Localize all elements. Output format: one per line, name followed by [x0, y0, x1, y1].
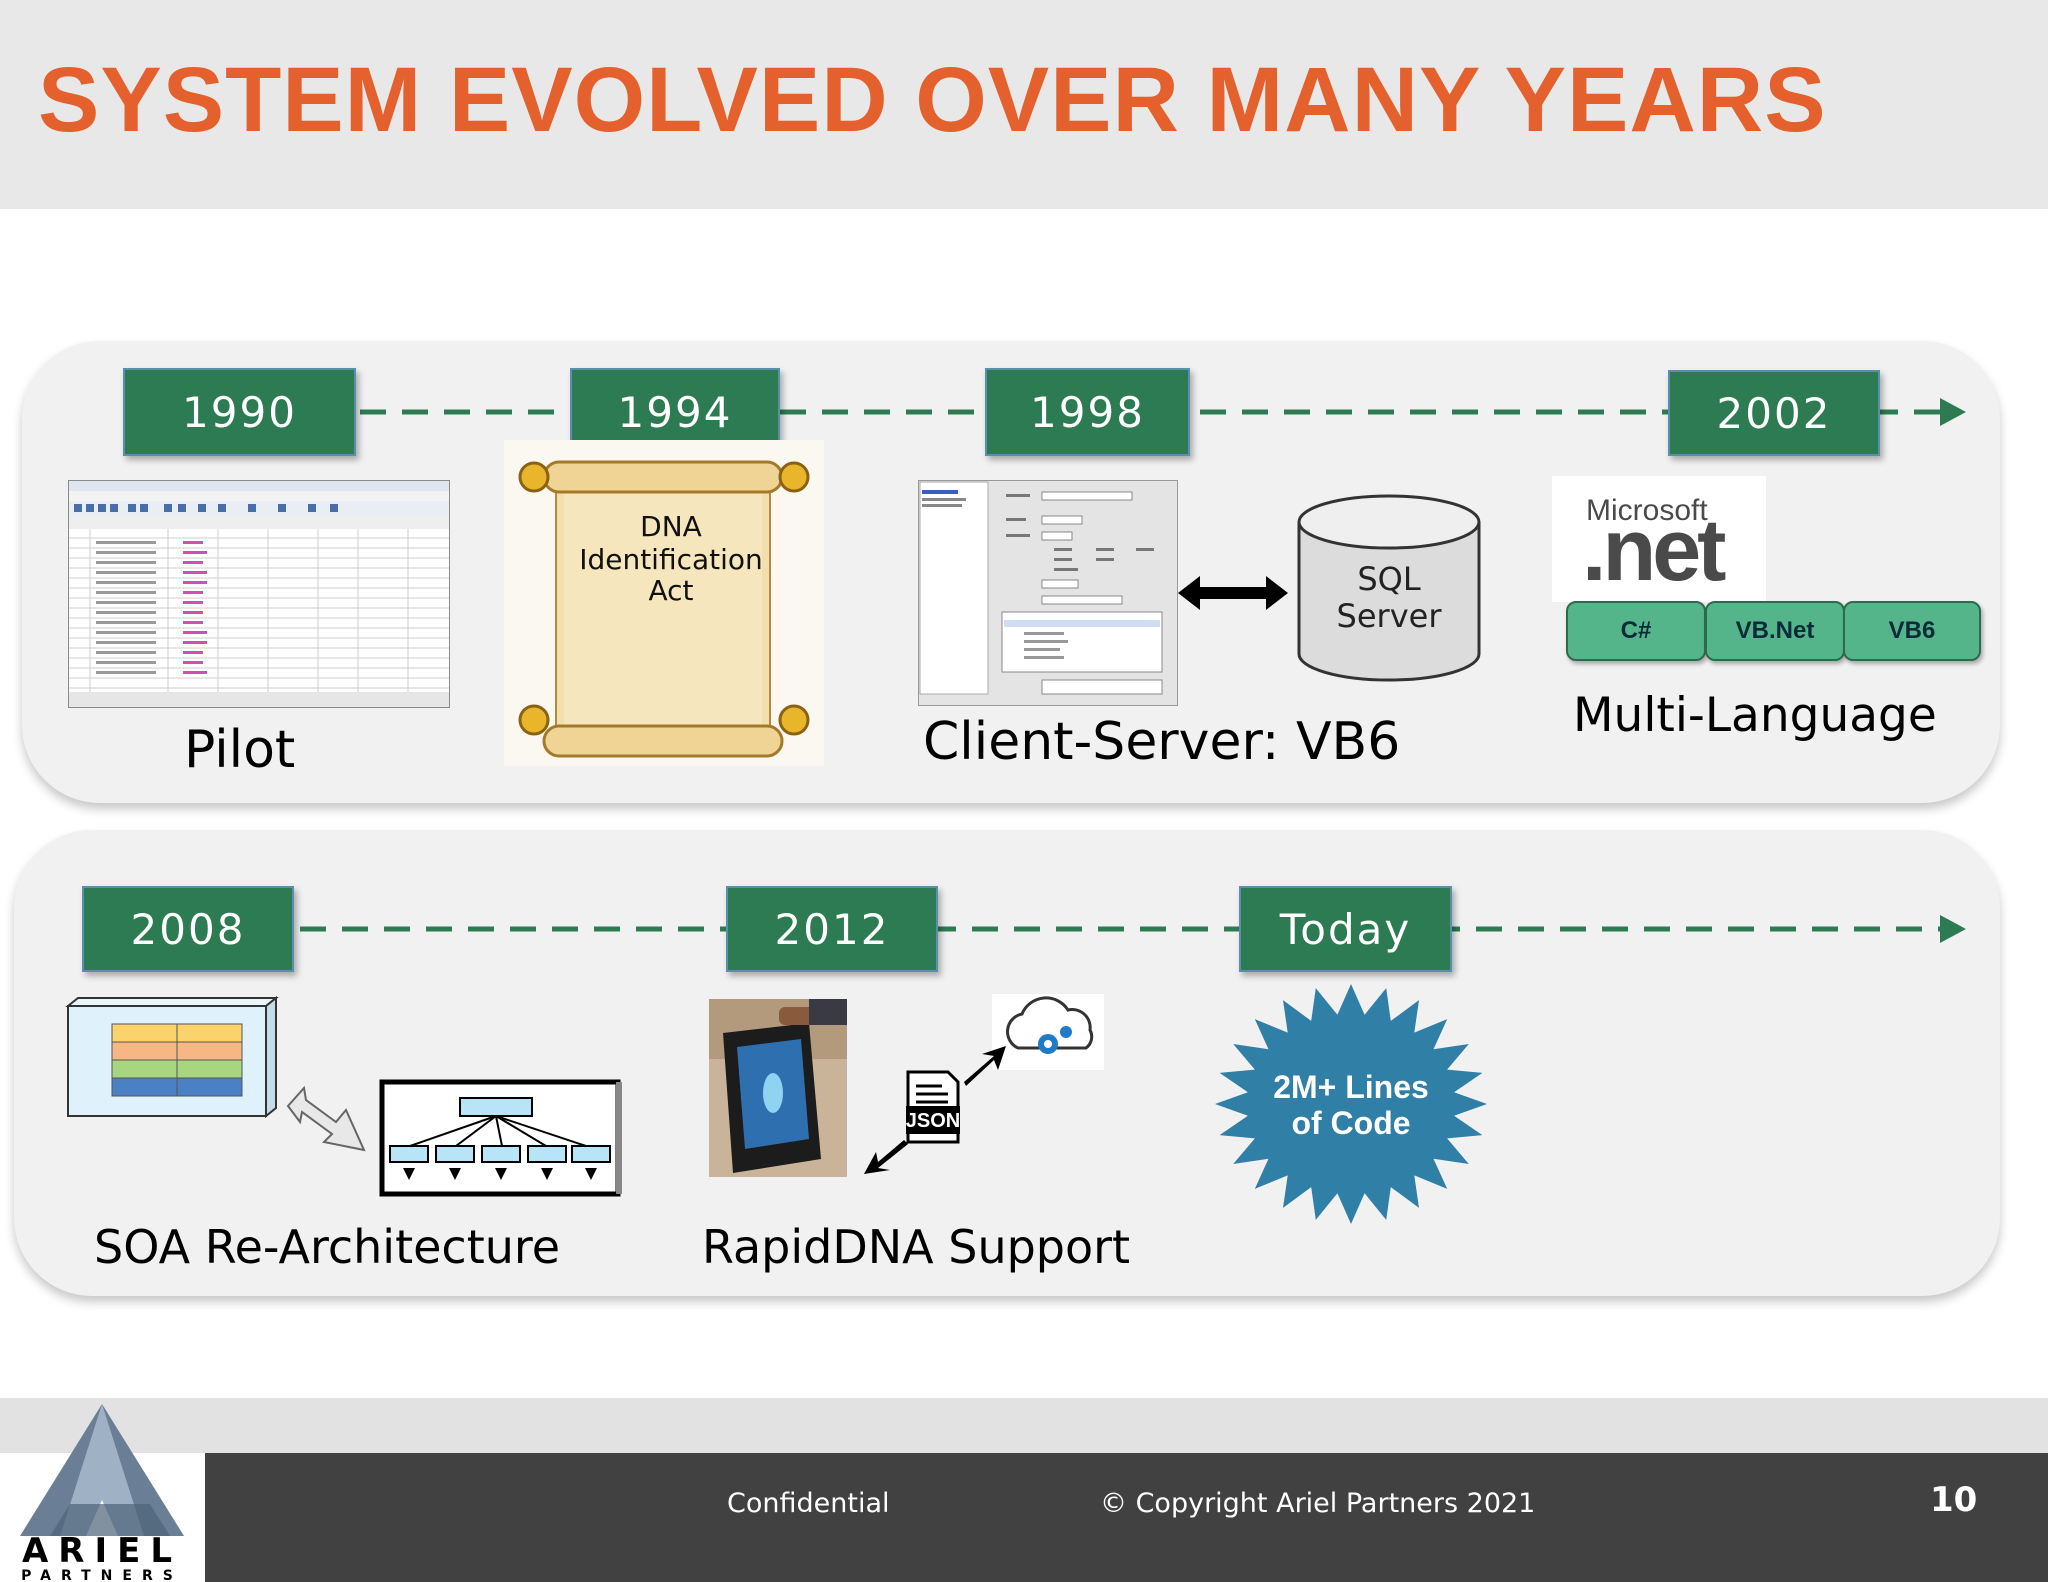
footer-bar: [205, 1453, 2048, 1582]
title-band: [0, 0, 2048, 209]
logo-word: ARIEL: [22, 1531, 182, 1571]
year-box-2002: 2002: [1668, 370, 1880, 456]
logo-subword: PARTNERS: [21, 1568, 183, 1582]
dna-act-scroll-image: DNA Identification Act: [504, 440, 824, 766]
rapiddna-label: RapidDNA Support: [702, 1220, 1131, 1274]
year-box-today: Today: [1239, 886, 1452, 972]
microsoft-brand-text: Microsoft: [1586, 494, 1708, 527]
sql-label-2: Server: [1337, 597, 1443, 635]
dotnet-text: .net: [1582, 500, 1726, 599]
bidirectional-arrow-icon: [1178, 576, 1288, 610]
language-vbnet: VB.Net: [1705, 601, 1845, 661]
language-csharp: C#: [1566, 601, 1706, 661]
year-box-2012: 2012: [726, 886, 938, 972]
client-server-label: Client-Server: VB6: [923, 712, 1401, 772]
page-number: 10: [1930, 1480, 1978, 1520]
sql-label-1: SQL: [1357, 560, 1421, 598]
vb6-client-window-image: [918, 480, 1178, 706]
soa-architecture-diagram: [65, 995, 622, 1197]
year-box-1998: 1998: [985, 368, 1190, 456]
sql-server-database-icon: SQL Server: [1297, 494, 1481, 682]
dotnet-logo: Microsoft .net: [1552, 476, 1766, 602]
copyright-label: © Copyright Ariel Partners 2021: [1100, 1488, 1536, 1519]
pilot-label: Pilot: [184, 720, 296, 780]
slide-title: SYSTEM EVOLVED OVER MANY YEARS: [38, 49, 1827, 151]
scroll-line-2: Identification: [579, 543, 763, 576]
scroll-line-3: Act: [648, 574, 693, 607]
lines-of-code-starburst: 2M+ Lines of Code: [1215, 984, 1487, 1224]
multi-language-label: Multi-Language: [1573, 688, 1937, 743]
starburst-line-2: of Code: [1291, 1105, 1410, 1141]
json-label: JSON: [906, 1110, 960, 1132]
pilot-spreadsheet-image: [68, 480, 450, 708]
scroll-line-1: DNA: [640, 510, 702, 543]
starburst-line-1: 2M+ Lines: [1273, 1069, 1429, 1105]
json-cloud-exchange-diagram: JSON: [864, 994, 1104, 1174]
rapiddna-device-image: [709, 999, 847, 1177]
language-vb6: VB6: [1843, 601, 1981, 661]
soa-label: SOA Re-Architecture: [94, 1220, 561, 1274]
ariel-partners-logo: ARIEL PARTNERS: [20, 1404, 184, 1582]
footer-band: [0, 1398, 2048, 1453]
confidential-label: Confidential: [727, 1488, 890, 1519]
year-box-1990: 1990: [123, 368, 356, 456]
year-box-2008: 2008: [82, 886, 294, 972]
